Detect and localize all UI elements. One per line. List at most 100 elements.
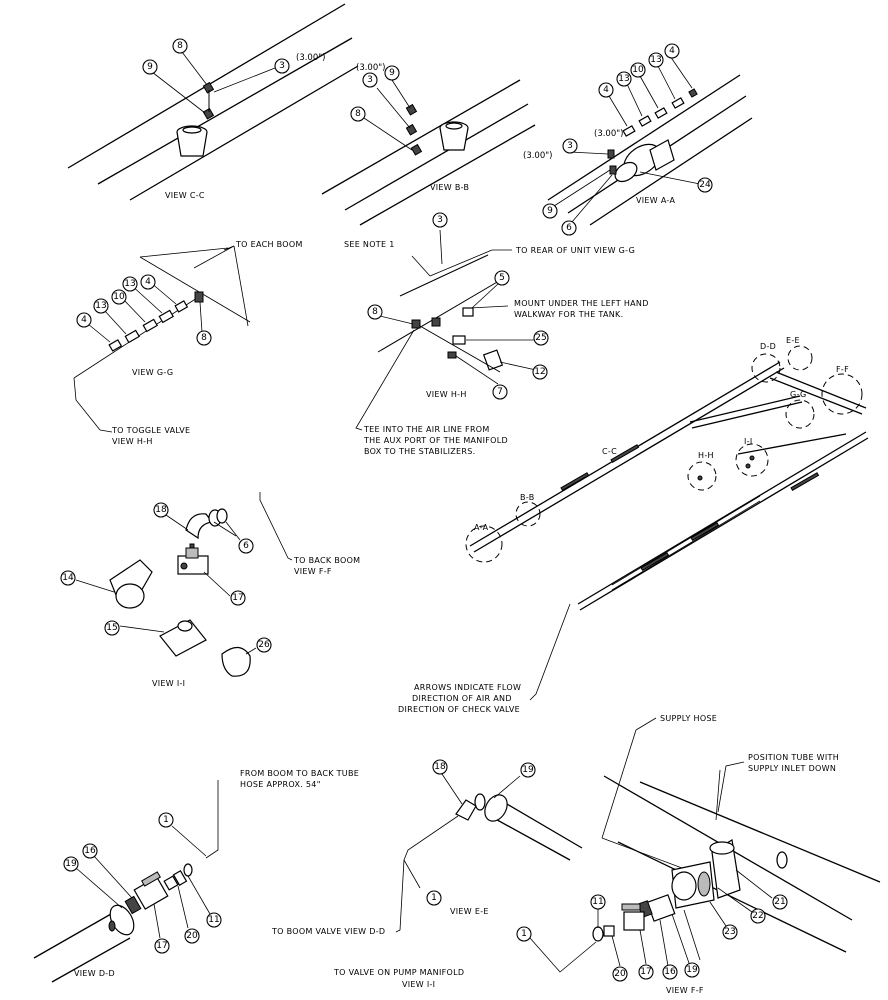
callout-number: 13 <box>95 301 106 311</box>
callout-bubble: 13 <box>616 71 632 87</box>
note-toggle-valve: TO TOGGLE VALVE <box>111 426 190 435</box>
callout-number: 24 <box>699 180 711 190</box>
callout-number: 3 <box>567 141 573 151</box>
callout-number: 16 <box>84 846 96 856</box>
callout-bubble: 3 <box>562 138 578 154</box>
callout-number: 20 <box>186 931 198 941</box>
callout-bubble: 1 <box>158 812 174 828</box>
callout-bubble: 13 <box>648 52 664 68</box>
dimension-label: (3.00") <box>594 129 623 139</box>
callout-number: 9 <box>389 68 395 78</box>
note-arrows-2: DIRECTION OF AIR AND <box>412 694 512 703</box>
callout-bubble: 17 <box>230 590 246 606</box>
callout-bubble: 4 <box>664 43 680 59</box>
note-from-boom-2: HOSE APPROX. 54" <box>240 780 321 789</box>
view-label: VIEW F-F <box>666 986 704 995</box>
callout-number: 20 <box>614 969 626 979</box>
view-f-f: 21 22 23 11 1 20 17 16 <box>333 714 881 995</box>
callout-number: 3 <box>367 75 373 85</box>
overview-label-ff: F-F <box>836 365 849 374</box>
callout-number: 17 <box>232 593 243 603</box>
view-g-g: 4 13 10 13 4 8 TO EACH BOOM VIEW G-G TO … <box>73 240 302 446</box>
callout-bubble: 9 <box>142 59 158 75</box>
callout-bubble: 6 <box>238 538 254 554</box>
note-back-boom: TO BACK BOOM <box>293 556 360 565</box>
callout-bubble: 8 <box>172 38 188 54</box>
callout-bubble: 4 <box>598 82 614 98</box>
callout-bubble: 6 <box>561 220 577 236</box>
callout-bubble: 17 <box>154 938 170 954</box>
callout-number: 3 <box>437 215 443 225</box>
callout-bubble: 17 <box>638 964 654 980</box>
view-c-c: 8 9 3 VIEW C-C <box>67 3 359 201</box>
view-a-a: 4 13 10 13 4 3 9 6 <box>523 43 753 236</box>
callout-bubble: 19 <box>520 762 536 778</box>
callout-bubble: 23 <box>722 924 738 940</box>
callout-bubble: 19 <box>63 856 79 872</box>
callout-number: 23 <box>724 927 735 937</box>
note-tee-3: BOX TO THE STABILIZERS. <box>364 447 475 456</box>
callout-bubble: 13 <box>122 276 138 292</box>
callout-bubble: 20 <box>612 966 628 982</box>
note-supply-hose: SUPPLY HOSE <box>660 714 717 723</box>
overview-label-gg: G-G <box>790 390 806 399</box>
callout-number: 12 <box>534 367 545 377</box>
callout-number: 14 <box>62 573 74 583</box>
overview-layout: D-D E-E F-F G-G C-C H-H I-I B-B A-A ARRO… <box>398 336 869 714</box>
callout-number: 13 <box>124 279 135 289</box>
note-tee-2: THE AUX PORT OF THE MANIFOLD <box>363 436 508 445</box>
callout-number: 1 <box>521 929 527 939</box>
view-d-d: 1 19 16 11 20 17 FROM BOOM TO BACK TUBE … <box>33 769 359 983</box>
callout-bubble: 25 <box>533 330 549 346</box>
note-position-tube-2: SUPPLY INLET DOWN <box>748 764 836 773</box>
callout-number: 18 <box>155 505 167 515</box>
view-label: VIEW E-E <box>450 907 489 916</box>
callout-number: 7 <box>497 387 503 397</box>
callout-number: 13 <box>618 74 629 84</box>
note-toggle-valve-view: VIEW H-H <box>112 437 153 446</box>
callout-bubble: 4 <box>76 312 92 328</box>
overview-label-dd: D-D <box>760 342 776 351</box>
callout-number: 6 <box>566 223 572 233</box>
callout-number: 18 <box>434 762 446 772</box>
note-to-rear: TO REAR OF UNIT VIEW G-G <box>515 246 635 255</box>
note-back-boom-view: VIEW F-F <box>294 567 332 576</box>
callout-bubble: 15 <box>104 620 120 636</box>
callout-number: 17 <box>156 941 167 951</box>
callout-bubble: 22 <box>750 908 766 924</box>
callout-number: 19 <box>65 859 77 869</box>
view-label: VIEW B-B <box>430 183 469 192</box>
callout-bubble: 8 <box>350 106 366 122</box>
note-boom-valve: TO BOOM VALVE VIEW D-D <box>271 927 385 936</box>
overview-label-bb: B-B <box>520 493 534 502</box>
note-position-tube: POSITION TUBE WITH <box>748 753 839 762</box>
callout-number: 13 <box>650 55 661 65</box>
callout-number: 8 <box>201 333 207 343</box>
callout-number: 8 <box>355 109 361 119</box>
callout-bubble: 16 <box>82 843 98 859</box>
view-h-h: 3 5 8 25 12 7 SEE NOTE 1 TO REAR OF UNIT… <box>344 212 648 456</box>
note-from-boom: FROM BOOM TO BACK TUBE <box>240 769 359 778</box>
callout-bubble: 13 <box>93 298 109 314</box>
callout-number: 19 <box>686 965 698 975</box>
callout-bubble: 12 <box>532 364 548 380</box>
callout-number: 4 <box>81 315 87 325</box>
callout-bubble: 14 <box>60 570 76 586</box>
callout-bubble: 9 <box>384 65 400 81</box>
callout-bubble: 7 <box>492 384 508 400</box>
callout-number: 19 <box>522 765 534 775</box>
view-label: VIEW I-I <box>152 679 185 688</box>
callout-bubble: 26 <box>256 637 272 653</box>
overview-label-cc: C-C <box>602 447 617 456</box>
callout-number: 11 <box>208 915 219 925</box>
note-mount-2: WALKWAY FOR THE TANK. <box>514 310 623 319</box>
callout-number: 9 <box>147 62 153 72</box>
callout-bubble: 4 <box>140 274 156 290</box>
dimension-label: (3.00") <box>523 151 552 161</box>
view-i-i: 18 6 14 17 15 26 TO BACK BOOM VIEW F-F V… <box>60 492 360 688</box>
callout-bubble: 24 <box>697 177 713 193</box>
view-e-e: 18 19 1 VIEW E-E TO BOOM VALVE VIEW D-D <box>271 759 583 936</box>
callout-bubble: 18 <box>153 502 169 518</box>
callout-bubble: 18 <box>432 759 448 775</box>
view-label: VIEW G-G <box>132 368 173 377</box>
